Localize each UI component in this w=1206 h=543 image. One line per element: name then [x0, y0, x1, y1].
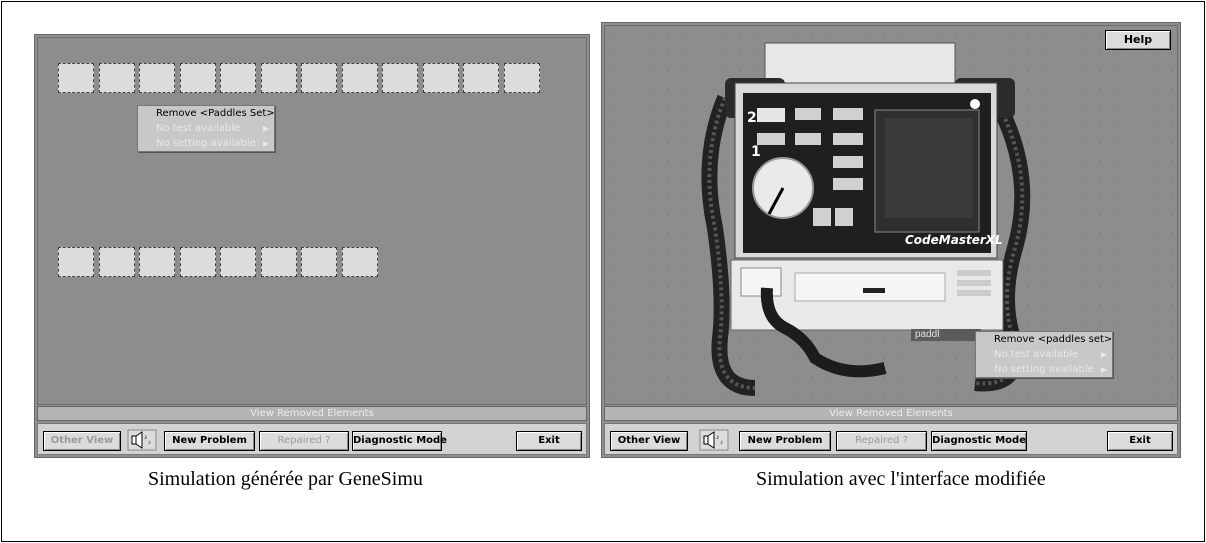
svg-text:♪: ♪ [716, 434, 720, 441]
element-slot[interactable] [180, 247, 216, 277]
element-slot[interactable] [301, 63, 337, 93]
svg-text:1: 1 [751, 144, 761, 160]
right-caption: Simulation avec l'interface modifiée [756, 468, 1046, 490]
view-removed-elements-bar[interactable]: View Removed Elements [604, 406, 1178, 421]
element-slot[interactable] [301, 247, 337, 277]
paddles-tag[interactable]: paddl [911, 329, 981, 341]
svg-text:♪: ♪ [144, 434, 148, 441]
menu-item-remove[interactable]: Remove <Paddles Set> [156, 108, 275, 119]
element-slot[interactable] [58, 63, 94, 93]
submenu-arrow-icon: ▶ [1100, 365, 1107, 374]
bottom-toolbar: Other View ♪ ♪ New Problem Repaired ? Di… [604, 423, 1178, 455]
menu-item-no-test: No test available▶ [156, 123, 269, 134]
svg-text:2: 2 [747, 110, 757, 126]
menu-item-no-setting: No setting available▶ [156, 138, 269, 149]
element-slot[interactable] [423, 63, 459, 93]
element-slot[interactable] [342, 247, 378, 277]
element-slot[interactable] [220, 63, 256, 93]
other-view-button[interactable]: Other View [610, 431, 688, 451]
menu-item-no-test: No test available▶ [994, 349, 1107, 360]
speaker-icon[interactable]: ♪ ♪ [699, 429, 729, 451]
diagnostic-mode-button[interactable]: Diagnostic Mode [352, 431, 447, 451]
help-button[interactable]: Help [1105, 30, 1171, 50]
exit-button[interactable]: Exit [1107, 431, 1173, 451]
element-slot[interactable] [220, 247, 256, 277]
element-slot[interactable] [58, 247, 94, 277]
diagnostic-mode-button[interactable]: Diagnostic Mode [931, 431, 1027, 451]
context-menu: Remove <Paddles Set> No test available▶ … [137, 105, 275, 152]
repaired-button[interactable]: Repaired ? [259, 431, 349, 451]
submenu-arrow-icon: ▶ [1100, 350, 1107, 359]
element-slot[interactable] [261, 247, 297, 277]
modified-interface-window: Help [601, 22, 1181, 458]
element-slot[interactable] [504, 63, 540, 93]
device-brand-label: CodeMasterXL [905, 233, 1003, 247]
new-problem-button[interactable]: New Problem [739, 431, 831, 451]
left-caption: Simulation générée par GeneSimu [148, 468, 423, 490]
element-slot[interactable] [99, 63, 135, 93]
element-slot[interactable] [99, 247, 135, 277]
repaired-button[interactable]: Repaired ? [836, 431, 927, 451]
genesimu-window: Remove <Paddles Set> No test available▶ … [34, 34, 590, 458]
exit-button[interactable]: Exit [516, 431, 582, 451]
speaker-icon[interactable]: ♪ ♪ [127, 429, 157, 451]
submenu-arrow-icon: ▶ [262, 124, 269, 133]
submenu-arrow-icon: ▶ [262, 139, 269, 148]
menu-item-remove[interactable]: Remove <paddles set> [994, 334, 1113, 345]
element-slot[interactable] [261, 63, 297, 93]
svg-text:♪: ♪ [148, 440, 151, 446]
element-slot[interactable] [180, 63, 216, 93]
device-view: Help [604, 25, 1178, 405]
context-menu: Remove <paddles set> No test available▶ … [975, 331, 1113, 378]
other-view-button[interactable]: Other View [43, 431, 121, 451]
element-slot[interactable] [139, 63, 175, 93]
element-workspace: Remove <Paddles Set> No test available▶ … [37, 37, 587, 405]
element-slot[interactable] [139, 247, 175, 277]
element-slot[interactable] [463, 63, 499, 93]
menu-item-no-setting: No setting available▶ [994, 364, 1107, 375]
element-slot[interactable] [382, 63, 418, 93]
bottom-toolbar: Other View ♪ ♪ New Problem Repaired ? Di… [37, 423, 587, 455]
new-problem-button[interactable]: New Problem [164, 431, 255, 451]
defibrillator-image[interactable]: 1 2 CodeMasterXL [695, 38, 1035, 398]
svg-text:♪: ♪ [720, 440, 723, 446]
view-removed-elements-bar[interactable]: View Removed Elements [37, 406, 587, 421]
element-slot[interactable] [342, 63, 378, 93]
